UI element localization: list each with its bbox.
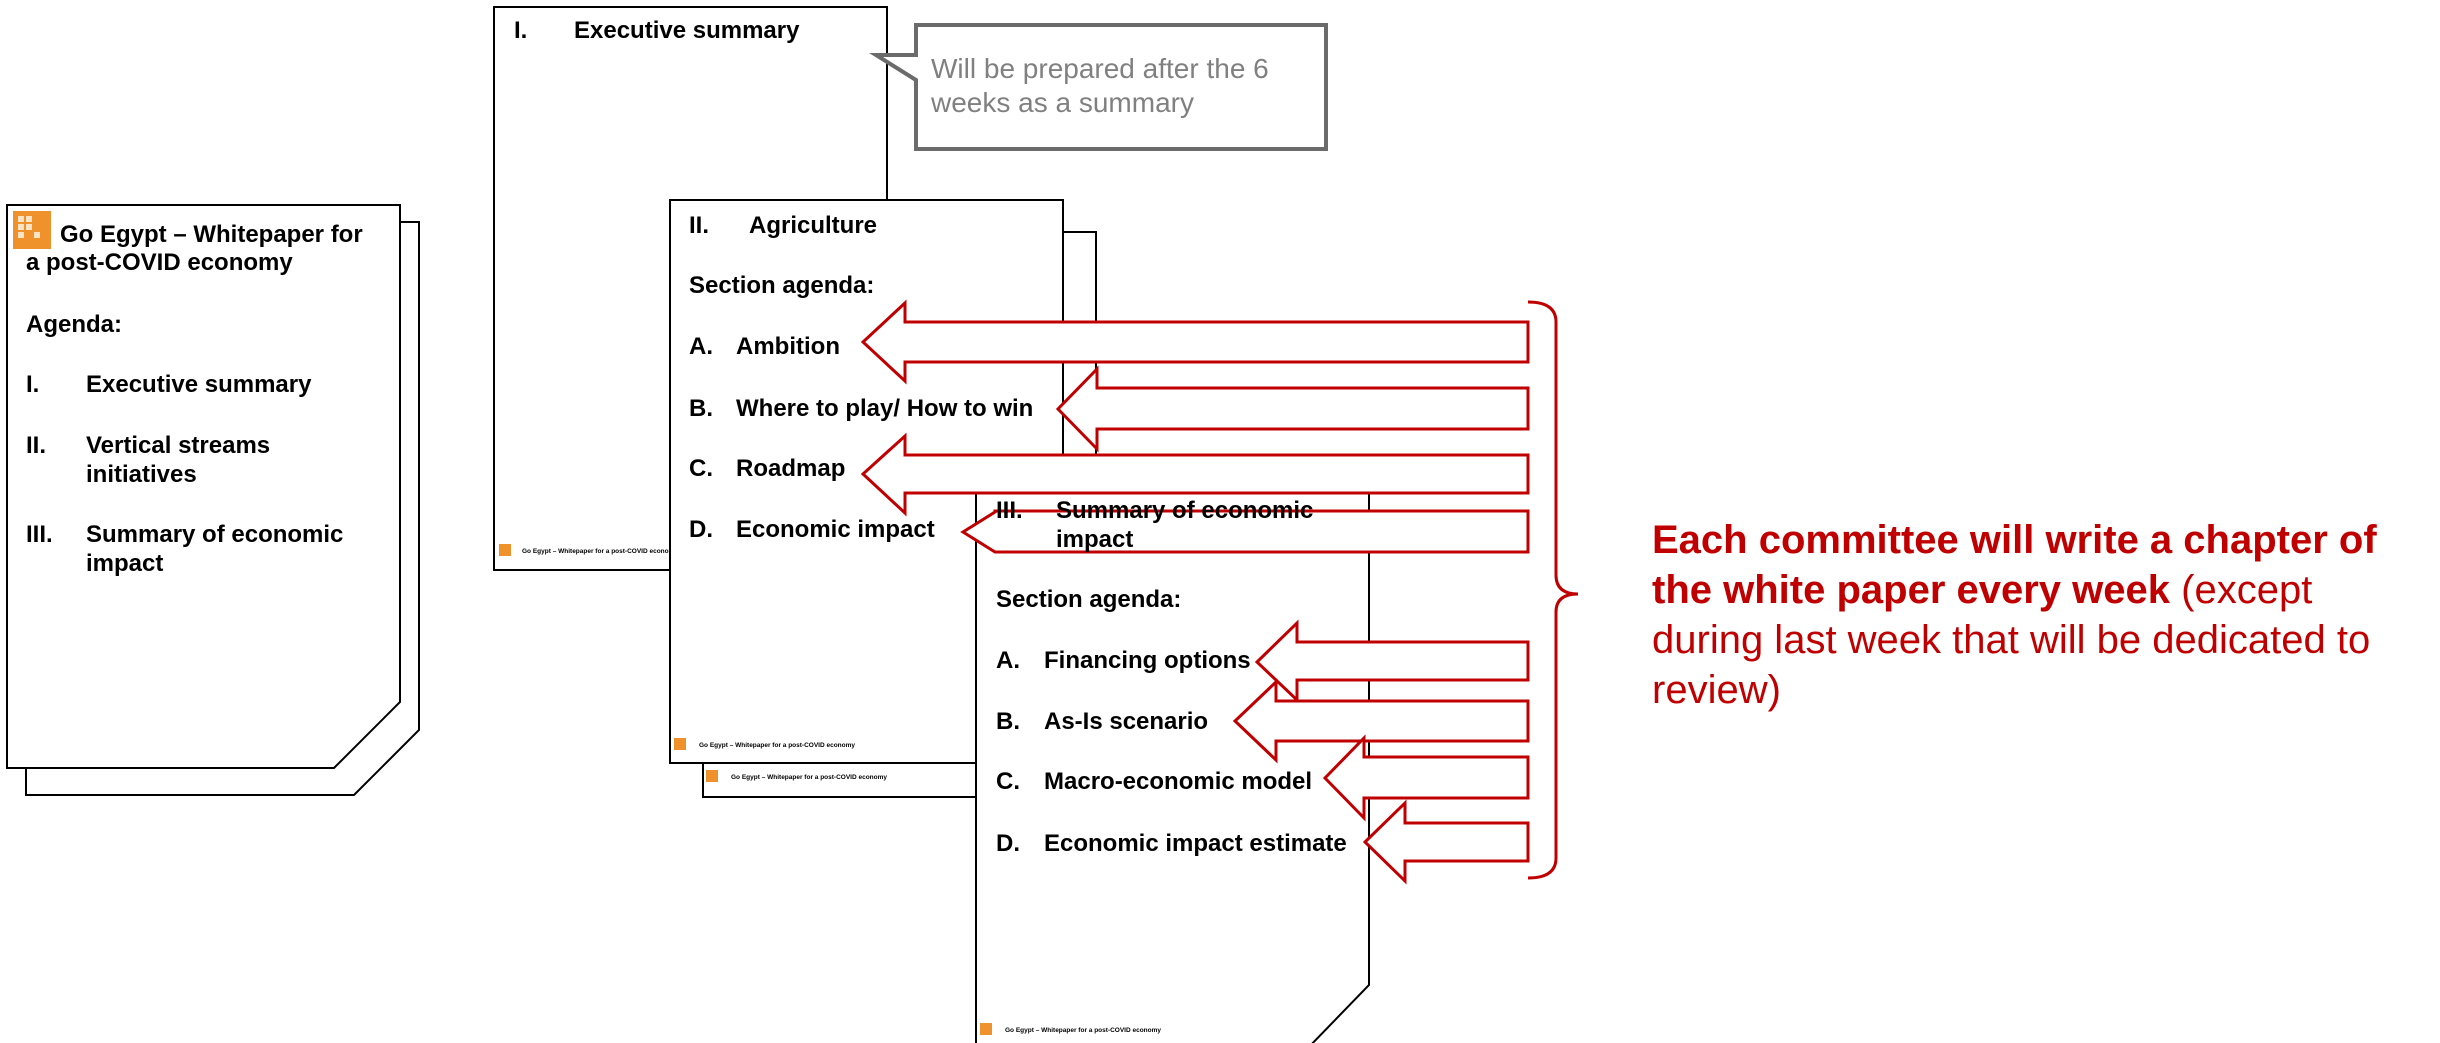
agri-item-c-letter: C. [689, 455, 713, 482]
cover-doc-title-line1: Go Egypt – Whitepaper for [60, 221, 363, 248]
cover-item-2-label-line1: Vertical streams [86, 432, 271, 459]
cover-item-3-label-line2: impact [86, 550, 164, 577]
committee-note-rest: (except during last week that will be de… [1652, 568, 2371, 712]
agri-item-a-letter: A. [689, 333, 713, 360]
econ-doc-section-label: Section agenda: [996, 586, 1182, 613]
arrow-econ-as-is [1232, 678, 1530, 764]
arrow-agri-where-to-play [1055, 365, 1530, 453]
agri-doc-title: Agriculture [749, 212, 878, 239]
arrow-econ-macro [1322, 734, 1530, 822]
agri-doc-back-footer-logo-icon [706, 770, 718, 782]
agri-doc-footer-logo-icon [674, 738, 686, 750]
go-egypt-logo-icon [13, 211, 51, 249]
econ-item-b-label: As-Is scenario [1044, 708, 1209, 735]
cover-item-3-label-line1: Summary of economic [86, 521, 344, 548]
agri-doc-footer: Go Egypt – Whitepaper for a post-COVID e… [699, 742, 856, 749]
arrow-agri-ambition [860, 299, 1530, 385]
econ-doc-footer-logo-icon [980, 1023, 992, 1035]
committee-note: Each committee will write a chapter of t… [1652, 515, 2432, 715]
agri-item-b-label: Where to play/ How to win [736, 395, 1034, 422]
agri-item-d-label: Economic impact [736, 516, 935, 543]
arrow-agri-roadmap [860, 432, 1530, 517]
econ-item-c-letter: C. [996, 768, 1020, 795]
agri-doc-back-footer: Go Egypt – Whitepaper for a post-COVID e… [731, 774, 888, 781]
cover-doc-title-line2: a post-COVID economy [26, 249, 293, 276]
econ-item-d-label: Economic impact estimate [1044, 830, 1347, 857]
callout-box [869, 23, 1328, 151]
curly-brace [1527, 300, 1579, 880]
econ-item-a-letter: A. [996, 647, 1020, 674]
econ-item-a-label: Financing options [1044, 647, 1251, 674]
exec-doc-title: Executive summary [574, 17, 800, 44]
cover-doc-page [6, 204, 401, 769]
arrow-econ-financing [1254, 619, 1530, 704]
agri-item-c-label: Roadmap [736, 455, 846, 482]
cover-item-2-num: II. [26, 432, 47, 459]
econ-doc-title-line1: Summary of economic [1056, 497, 1314, 524]
econ-item-d-letter: D. [996, 830, 1020, 857]
agri-item-b-letter: B. [689, 395, 713, 422]
cover-item-2-label-line2: initiatives [86, 461, 197, 488]
agri-doc-num: II. [689, 212, 710, 239]
exec-doc-footer: Go Egypt – Whitepaper for a post-COVID e… [522, 548, 669, 555]
committee-note-bold: Each committee will write a chapter of t… [1652, 518, 2377, 612]
econ-item-b-letter: B. [996, 708, 1020, 735]
cover-item-1-label: Executive summary [86, 371, 312, 398]
cover-item-1-num: I. [26, 371, 40, 398]
cover-item-3-num: III. [26, 521, 53, 548]
arrow-econ-impact-estimate [1362, 799, 1530, 885]
agri-item-a-label: Ambition [736, 333, 840, 360]
agri-doc-section-label: Section agenda: [689, 272, 875, 299]
exec-doc-footer-logo-icon [499, 544, 511, 556]
econ-item-c-label: Macro-economic model [1044, 768, 1313, 795]
agri-item-d-letter: D. [689, 516, 713, 543]
arrow-agri-economic-impact [960, 509, 1530, 554]
econ-doc-footer: Go Egypt – Whitepaper for a post-COVID e… [1005, 1027, 1162, 1034]
econ-doc-num: III. [996, 497, 1023, 524]
callout-text: Will be prepared after the 6 weeks as a … [931, 53, 1269, 118]
cover-doc-agenda-label: Agenda: [26, 311, 122, 338]
go-egypt-logo-grid-icon [18, 216, 40, 238]
exec-doc-num: I. [514, 17, 528, 44]
econ-doc-title-line2: impact [1056, 526, 1134, 553]
